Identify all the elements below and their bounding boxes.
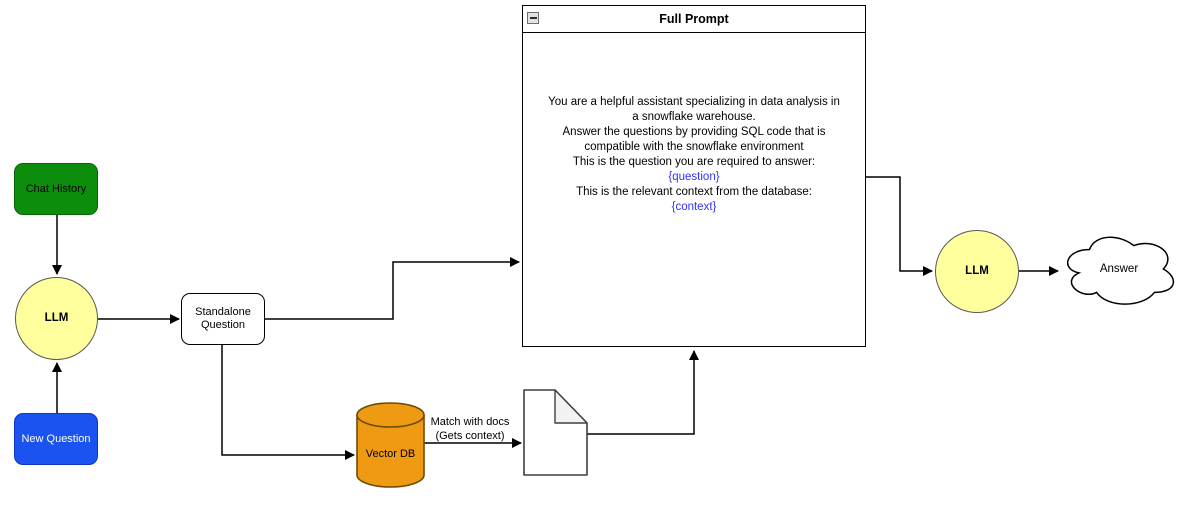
answer-label-text: Answer <box>1099 263 1139 275</box>
prompt-line: You are a helpful assistant specializing… <box>548 96 840 108</box>
full-prompt-titlebar: Full Prompt <box>523 6 865 33</box>
edge-standalone-question-to-vector-db <box>221 345 355 460</box>
llm-right-label: LLM <box>965 265 989 277</box>
edge-document-to-full-prompt <box>587 350 699 435</box>
edge-standalone-question-to-full-prompt <box>265 257 520 320</box>
prompt-placeholder-context: {context} <box>671 201 717 213</box>
collapse-icon[interactable] <box>527 12 539 24</box>
chat-history-node[interactable]: Chat History <box>14 163 98 215</box>
prompt-line: a snowflake warehouse. <box>632 111 756 123</box>
standalone-question-node[interactable]: Standalone Question <box>181 293 265 345</box>
prompt-line: compatible with the snowflake environmen… <box>584 141 804 153</box>
prompt-line: This is the question you are required to… <box>572 156 816 168</box>
new-question-label: New Question <box>21 432 91 445</box>
match-with-docs-line1: Match with docs <box>429 416 511 428</box>
cylinder-top-rim <box>356 414 425 428</box>
full-prompt-text: You are a helpful assistant specializing… <box>523 95 865 215</box>
cloud-outline <box>1066 236 1174 305</box>
llm-right-node[interactable]: LLM <box>935 230 1019 313</box>
document-fold-corner <box>554 389 588 424</box>
chat-history-label: Chat History <box>25 182 87 195</box>
match-with-docs-line2: (Gets context) <box>434 430 506 442</box>
edge-full-prompt-to-llm <box>866 176 933 276</box>
standalone-question-label: Standalone Question <box>195 306 251 331</box>
prompt-line: This is the relevant context from the da… <box>576 186 812 198</box>
answer-cloud-shape[interactable] <box>1066 236 1174 305</box>
full-prompt-window[interactable]: Full Prompt You are a helpful assistant … <box>522 5 866 347</box>
prompt-line: Answer the questions by providing SQL co… <box>562 126 826 138</box>
new-question-node[interactable]: New Question <box>14 413 98 465</box>
match-with-docs-label: Match with docs (Gets context) <box>418 415 522 443</box>
answer-label: Answer <box>1060 230 1178 308</box>
document-shape[interactable] <box>523 389 588 476</box>
llm-left-label: LLM <box>44 312 69 324</box>
collapse-icon-bar <box>529 16 537 20</box>
vector-db-shape[interactable] <box>356 402 425 488</box>
prompt-placeholder-question: {question} <box>668 171 720 183</box>
full-prompt-title: Full Prompt <box>659 11 729 26</box>
llm-left-node[interactable]: LLM <box>15 277 98 360</box>
cylinder-body <box>356 402 425 488</box>
vector-db-label: Vector DB <box>365 448 416 460</box>
